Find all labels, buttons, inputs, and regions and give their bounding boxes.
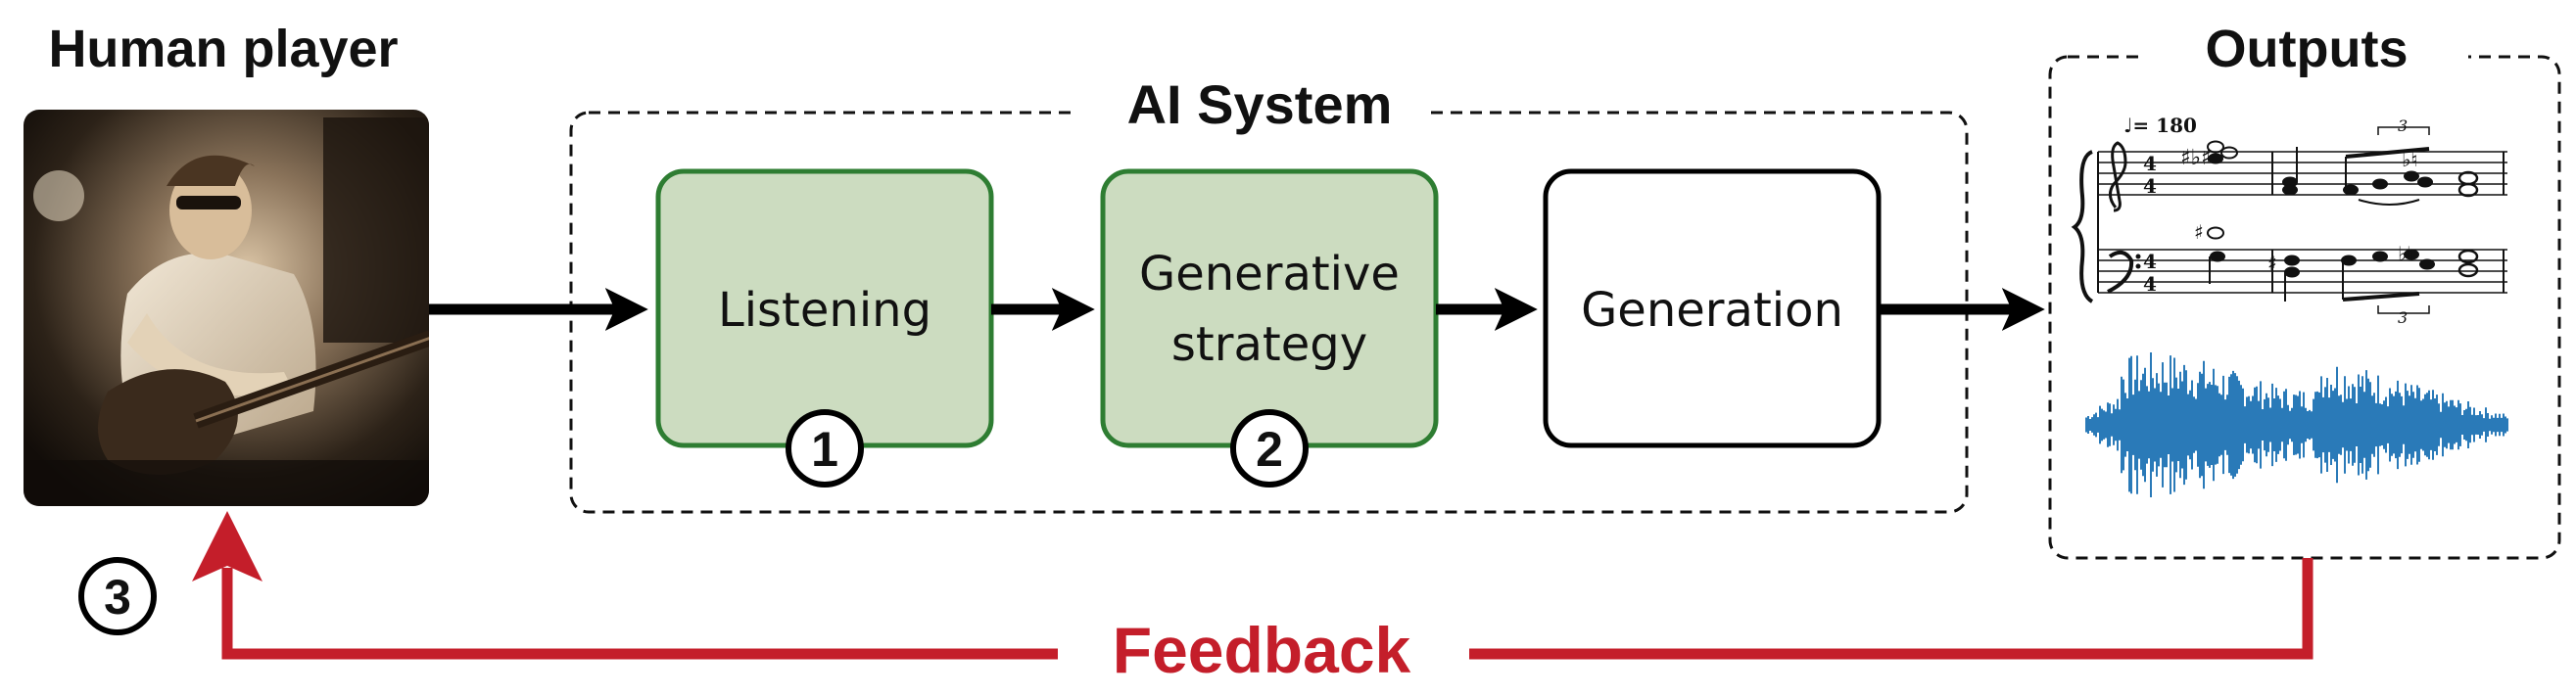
step-label-line: strategy: [1171, 317, 1367, 372]
step-generation: Generation: [1543, 168, 1882, 448]
feedback-arrow-left: [221, 568, 1058, 660]
audio-waveform: [2085, 352, 2508, 497]
tuplet-marking: 3: [2398, 308, 2408, 327]
step-number: 1: [811, 422, 838, 477]
svg-text:♯: ♯: [2194, 220, 2204, 244]
step-number-badge: [786, 409, 864, 488]
human-player-title: Human player: [48, 20, 398, 78]
music-score: ♩= 180: [2071, 114, 2507, 327]
time-sig-top: 4: [2143, 250, 2157, 273]
step-box: [1100, 168, 1439, 448]
treble-clef-icon: [2109, 141, 2127, 212]
outputs-title: Outputs: [2206, 20, 2409, 78]
step-generative-strategy: Generative strategy 2: [1100, 168, 1439, 488]
step-number-badge: [1230, 409, 1309, 488]
feedback-number: 3: [104, 570, 131, 625]
guitarist-photo: [24, 110, 429, 506]
step-label-line: Listening: [718, 283, 931, 338]
step-label-line: Generative: [1139, 247, 1400, 302]
feedback-loop: Feedback 3: [78, 511, 2314, 686]
feedback-arrowhead: [192, 511, 262, 581]
svg-text:♭♮: ♭♮: [2398, 242, 2414, 265]
svg-text:♭♮: ♭♮: [2402, 148, 2418, 171]
svg-text:♯: ♯: [2267, 252, 2277, 275]
time-sig-bottom: 4: [2143, 272, 2157, 296]
feedback-number-badge: [78, 557, 157, 635]
ai-system-title: AI System: [1127, 73, 1393, 135]
time-sig-top: 4: [2143, 152, 2157, 175]
time-sig-bottom: 4: [2143, 174, 2157, 198]
svg-text:♯♭♯: ♯♭♯: [2180, 146, 2212, 170]
feedback-label: Feedback: [1113, 614, 1411, 686]
step-number: 2: [1256, 422, 1283, 477]
bass-clef-icon: [2107, 250, 2134, 294]
tuplet-marking: 3: [2398, 116, 2408, 135]
tempo-marking: ♩= 180: [2123, 114, 2197, 137]
feedback-arrow-right: [1469, 558, 2314, 660]
step-label-line: Generation: [1581, 283, 1843, 338]
step-listening: Listening 1: [655, 168, 994, 488]
